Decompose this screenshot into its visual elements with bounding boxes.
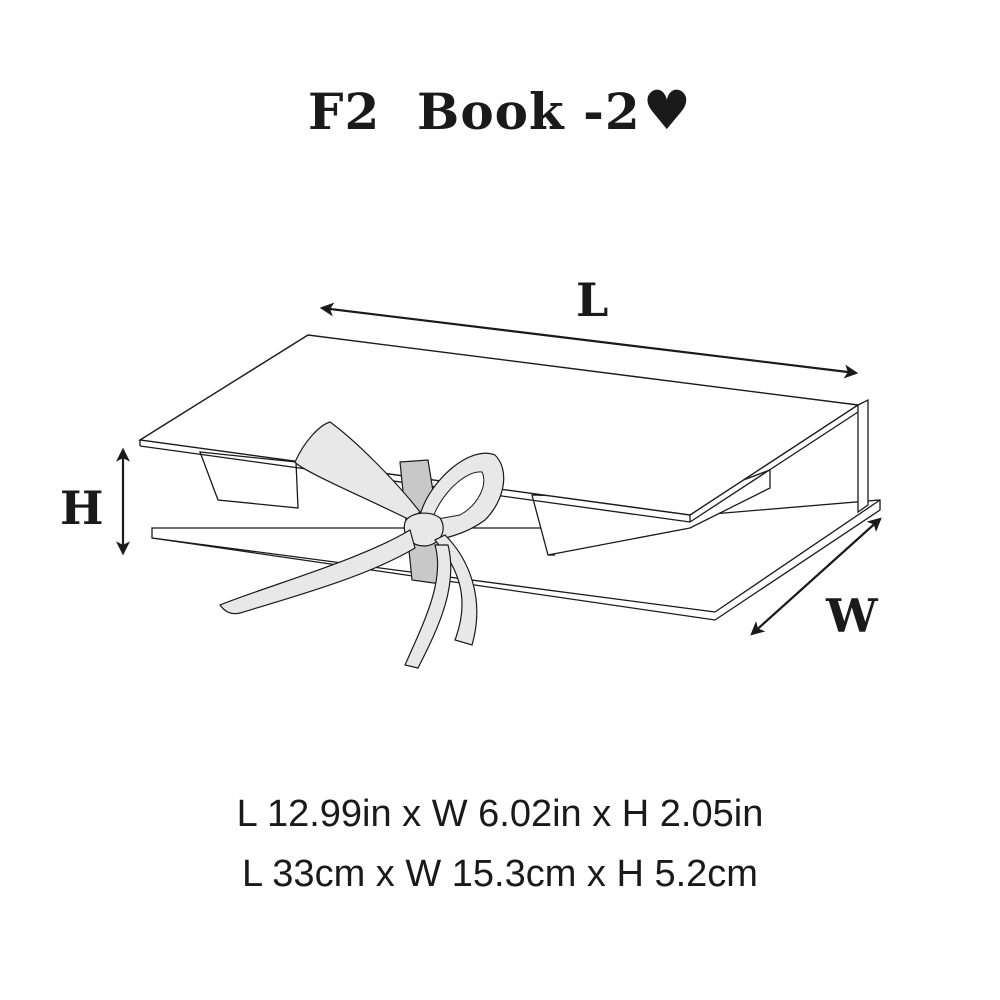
length-label: L (576, 273, 608, 327)
heart-icon: ♥ (642, 78, 693, 142)
length-arrow (319, 302, 859, 379)
width-label: W (825, 589, 879, 643)
box-spine (857, 398, 869, 514)
title-text: F2 Book -2 (307, 82, 641, 141)
ribbon-bow (219, 421, 505, 669)
box-tray (199, 451, 771, 556)
spec-inches: L 12.99in x W 6.02in x H 2.05in (236, 793, 764, 835)
spec-centimeters: L 33cm x W 15.3cm x H 5.2cm (242, 853, 758, 895)
width-arrow (750, 517, 882, 636)
diagram-title: F2 Book -2♥ (0, 78, 1000, 142)
height-label: H (60, 481, 103, 535)
